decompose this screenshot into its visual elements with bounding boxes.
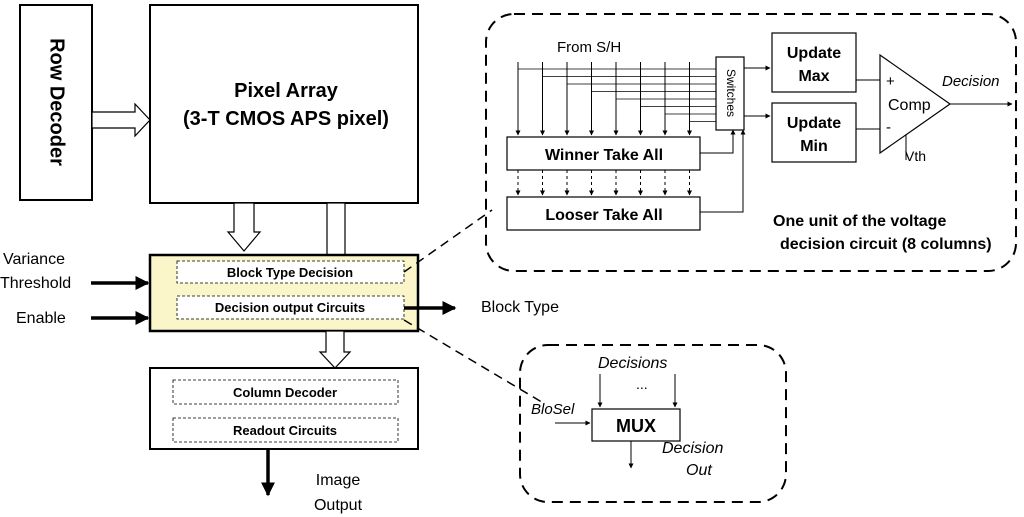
column-decoder-label: Column Decoder [233,385,337,400]
update-max-box [771,32,857,93]
column-lines [515,62,692,136]
comparator-triangle [879,53,952,155]
column-decoder-box [172,379,399,405]
lta-to-switch-wire [700,129,746,213]
callout-to-voltage-detail [403,209,493,273]
readout-circuits-label: Readout Circuits [233,423,337,438]
decisions-label: Decisions [598,355,667,372]
switch-taps [518,68,716,122]
decision-to-column-arrow [318,330,352,369]
row-decoder-label: Row Decoder [46,38,68,166]
row-to-array-arrow [91,102,151,138]
switches-label: Switches [724,69,738,117]
row-decoder-block [19,4,93,201]
variance-label-1: Variance [3,251,65,268]
decisions-ellipsis: ... [636,376,648,392]
pixel-array-block [149,4,419,204]
wta-to-switch-wire [700,129,736,154]
block-type-decision-label: Block Type Decision [227,265,353,280]
array-to-decision-arrow [226,202,262,252]
image-output-label-1: Image [316,472,361,489]
update-max-label-1: Update [787,45,841,62]
looser-take-all-label: Looser Take All [545,207,662,224]
mux-detail-frame [519,344,787,503]
image-output-label-2: Output [314,497,363,514]
pixel-array-title: Pixel Array [234,80,339,102]
mux-label: MUX [616,416,656,436]
pixel-array-subtitle: (3-T CMOS APS pixel) [183,108,389,130]
callout-to-mux-detail [403,319,546,405]
voltage-caption-1: One unit of the voltage [773,213,946,230]
comp-minus-sign: - [886,119,891,136]
voltage-detail-frame [485,13,1017,272]
decision-out-label-2: Out [686,462,712,479]
column-bus [326,202,346,256]
decision-label: Decision [942,73,1000,90]
voltage-caption-2: decision circuit (8 columns) [780,236,992,253]
update-min-label-1: Update [787,115,841,132]
decision-out-label-1: Decision [662,440,723,457]
wta-to-lta-dashed-lines [515,170,692,196]
block-type-label: Block Type [481,299,559,316]
update-max-label-2: Max [798,68,829,85]
decision-output-box [176,295,405,320]
winner-take-all-label: Winner Take All [545,147,663,164]
enable-label: Enable [16,310,66,327]
readout-circuits-box [172,417,399,443]
update-min-label-2: Min [800,138,828,155]
decision-output-label: Decision output Circuits [215,300,365,315]
comp-plus-sign: + [886,73,895,90]
variance-label-2: Threshold [0,275,71,292]
from-sh-label: From S/H [557,39,621,56]
update-min-box [771,102,857,163]
blosel-label: BloSel [531,401,575,418]
switches-box [715,56,745,131]
looser-take-all-box [506,196,701,231]
vth-label: Vth [905,148,926,164]
comp-label: Comp [888,97,931,114]
mux-box [591,408,681,442]
